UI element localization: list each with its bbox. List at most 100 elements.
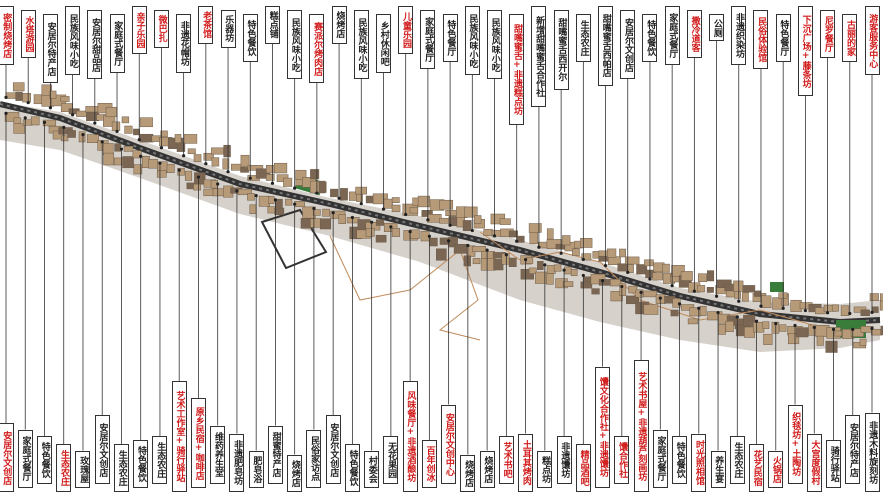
bottom-poi-label: 养生宴 [710,450,726,488]
top-poi-label: 老茶馆 [198,6,214,44]
poi-label-text: 玫瑰屋 [78,455,89,483]
anchor-dot [254,193,258,198]
poi-label-text: 无花果园 [386,442,397,478]
anchor-dot [470,228,474,233]
bottom-poi-label: 安居尔文创店 [325,415,341,484]
anchor-dot [389,225,393,229]
poi-label-text: 乐器坊 [223,15,234,43]
anchor-dot [226,170,230,174]
top-poi-label: 民族风味小吃 [65,6,81,75]
anchor-dot [537,245,541,249]
anchor-dot [581,273,585,278]
building-block [725,320,734,332]
building-block [562,281,574,287]
building-block [626,295,640,305]
poi-label-text: 非遗花帽坊 [178,20,189,66]
poi-label-text: 赛派尔烤肉店 [312,21,323,76]
anchor-dot [312,206,316,211]
poi-label-text: 糕点坊 [540,455,551,483]
top-poi-label: 乐器坊 [220,10,236,48]
building-block [436,248,447,261]
poi-label-text: 生态农庄 [732,442,743,478]
bottom-poi-label: 时光照相馆 [691,433,707,492]
poi-label-text: 家庭式餐厅 [20,436,31,482]
bottom-poi-label: 花艺民宿 [749,444,765,492]
poi-label-text: 民族风味小吃 [467,13,478,68]
building-block [670,309,679,317]
buildings [4,82,883,353]
bottom-poi-label: 安居尔文创店 [94,415,110,484]
building-block [643,304,659,315]
top-poi-label: 乡村休闲吧 [375,14,391,73]
poi-label-text: 安居尔甜品店 [90,17,101,72]
poi-label-text: 特色餐饮 [39,442,50,478]
building-block [779,324,787,332]
top-poi-label: 家庭式餐厅 [420,10,436,69]
building-block [174,134,182,144]
top-poi-label: 民族风味小吃 [487,10,502,79]
building-block [86,134,99,143]
building-block [788,333,800,345]
building-block [322,208,330,217]
bottom-poi-label: 艺术书吧 [498,436,514,484]
building-block [60,96,70,102]
building-block [177,167,185,176]
building-block [391,197,400,203]
bottom-poi-label: 糕点坊 [537,450,553,488]
poi-label-text: 公厕 [711,18,722,37]
poi-label-text: 下沉广场+藤条坊 [800,14,811,88]
anchor-dot [293,186,297,190]
building-block [590,273,606,285]
anchor-dot [62,125,66,129]
green-plot [770,282,784,292]
building-block [464,206,478,218]
building-block [193,183,202,191]
poi-label-text: 安居尔文创店 [622,17,633,72]
top-poi-label: 民族风味小吃 [464,6,480,75]
top-poi-label: 民俗体验馆 [753,10,769,69]
top-poi-label: 亲子乐园 [131,6,147,54]
bottom-poi-label: 非遗馕坊 [556,436,572,484]
anchor-dot [793,323,797,328]
anchor-dot [504,253,508,257]
anchor-dot [235,189,239,193]
top-poi-label: 密制烧烤店 [0,6,14,65]
anchor-dot [139,154,143,158]
building-block [493,259,504,271]
top-poi-label: 糕点铺 [264,6,280,44]
poi-label-text: 烧烤店 [482,455,493,483]
bottom-poi-label: 安居尔文创中心 [441,404,457,484]
building-block [796,327,809,338]
anchor-dot [426,218,430,222]
bottom-poi-label: 骑行驿站 [826,440,841,488]
top-poi-label: 生态农庄 [575,14,591,62]
anchor-dot [270,181,275,185]
building-block [310,169,320,180]
anchor-dot [648,277,652,281]
building-block [572,248,580,256]
top-poi-label: 甜嘴蜜舌西帕店 [598,6,614,86]
building-block [156,170,167,178]
building-block [624,256,640,265]
top-poi-label: 特色餐饮 [642,14,658,62]
poi-label-text: 安居尔特产店 [848,422,858,477]
poi-label-text: 民族风味小吃 [356,17,367,72]
building-block [508,230,518,238]
anchor-dot [774,321,778,326]
building-block [365,228,375,237]
anchor-dot [781,306,785,310]
building-block [537,261,544,270]
anchor-dot [848,311,852,316]
building-block [520,269,535,280]
poi-label-text: 家庭式餐厅 [112,20,123,66]
building-block [562,235,571,246]
poi-label-text: 风味餐厅+非遗酒酿坊 [405,391,416,482]
poi-label-text: 生态农庄 [116,450,127,486]
building-block [619,283,627,296]
poi-label-text: 艺术工作室+骑行驿站 [174,391,185,482]
building-block [122,156,134,169]
building-block [4,112,20,122]
poi-label-text: 尼罗餐厅 [822,16,833,52]
anchor-dot [331,211,335,215]
top-poi-label: 赛派尔烤肉店 [309,14,325,83]
